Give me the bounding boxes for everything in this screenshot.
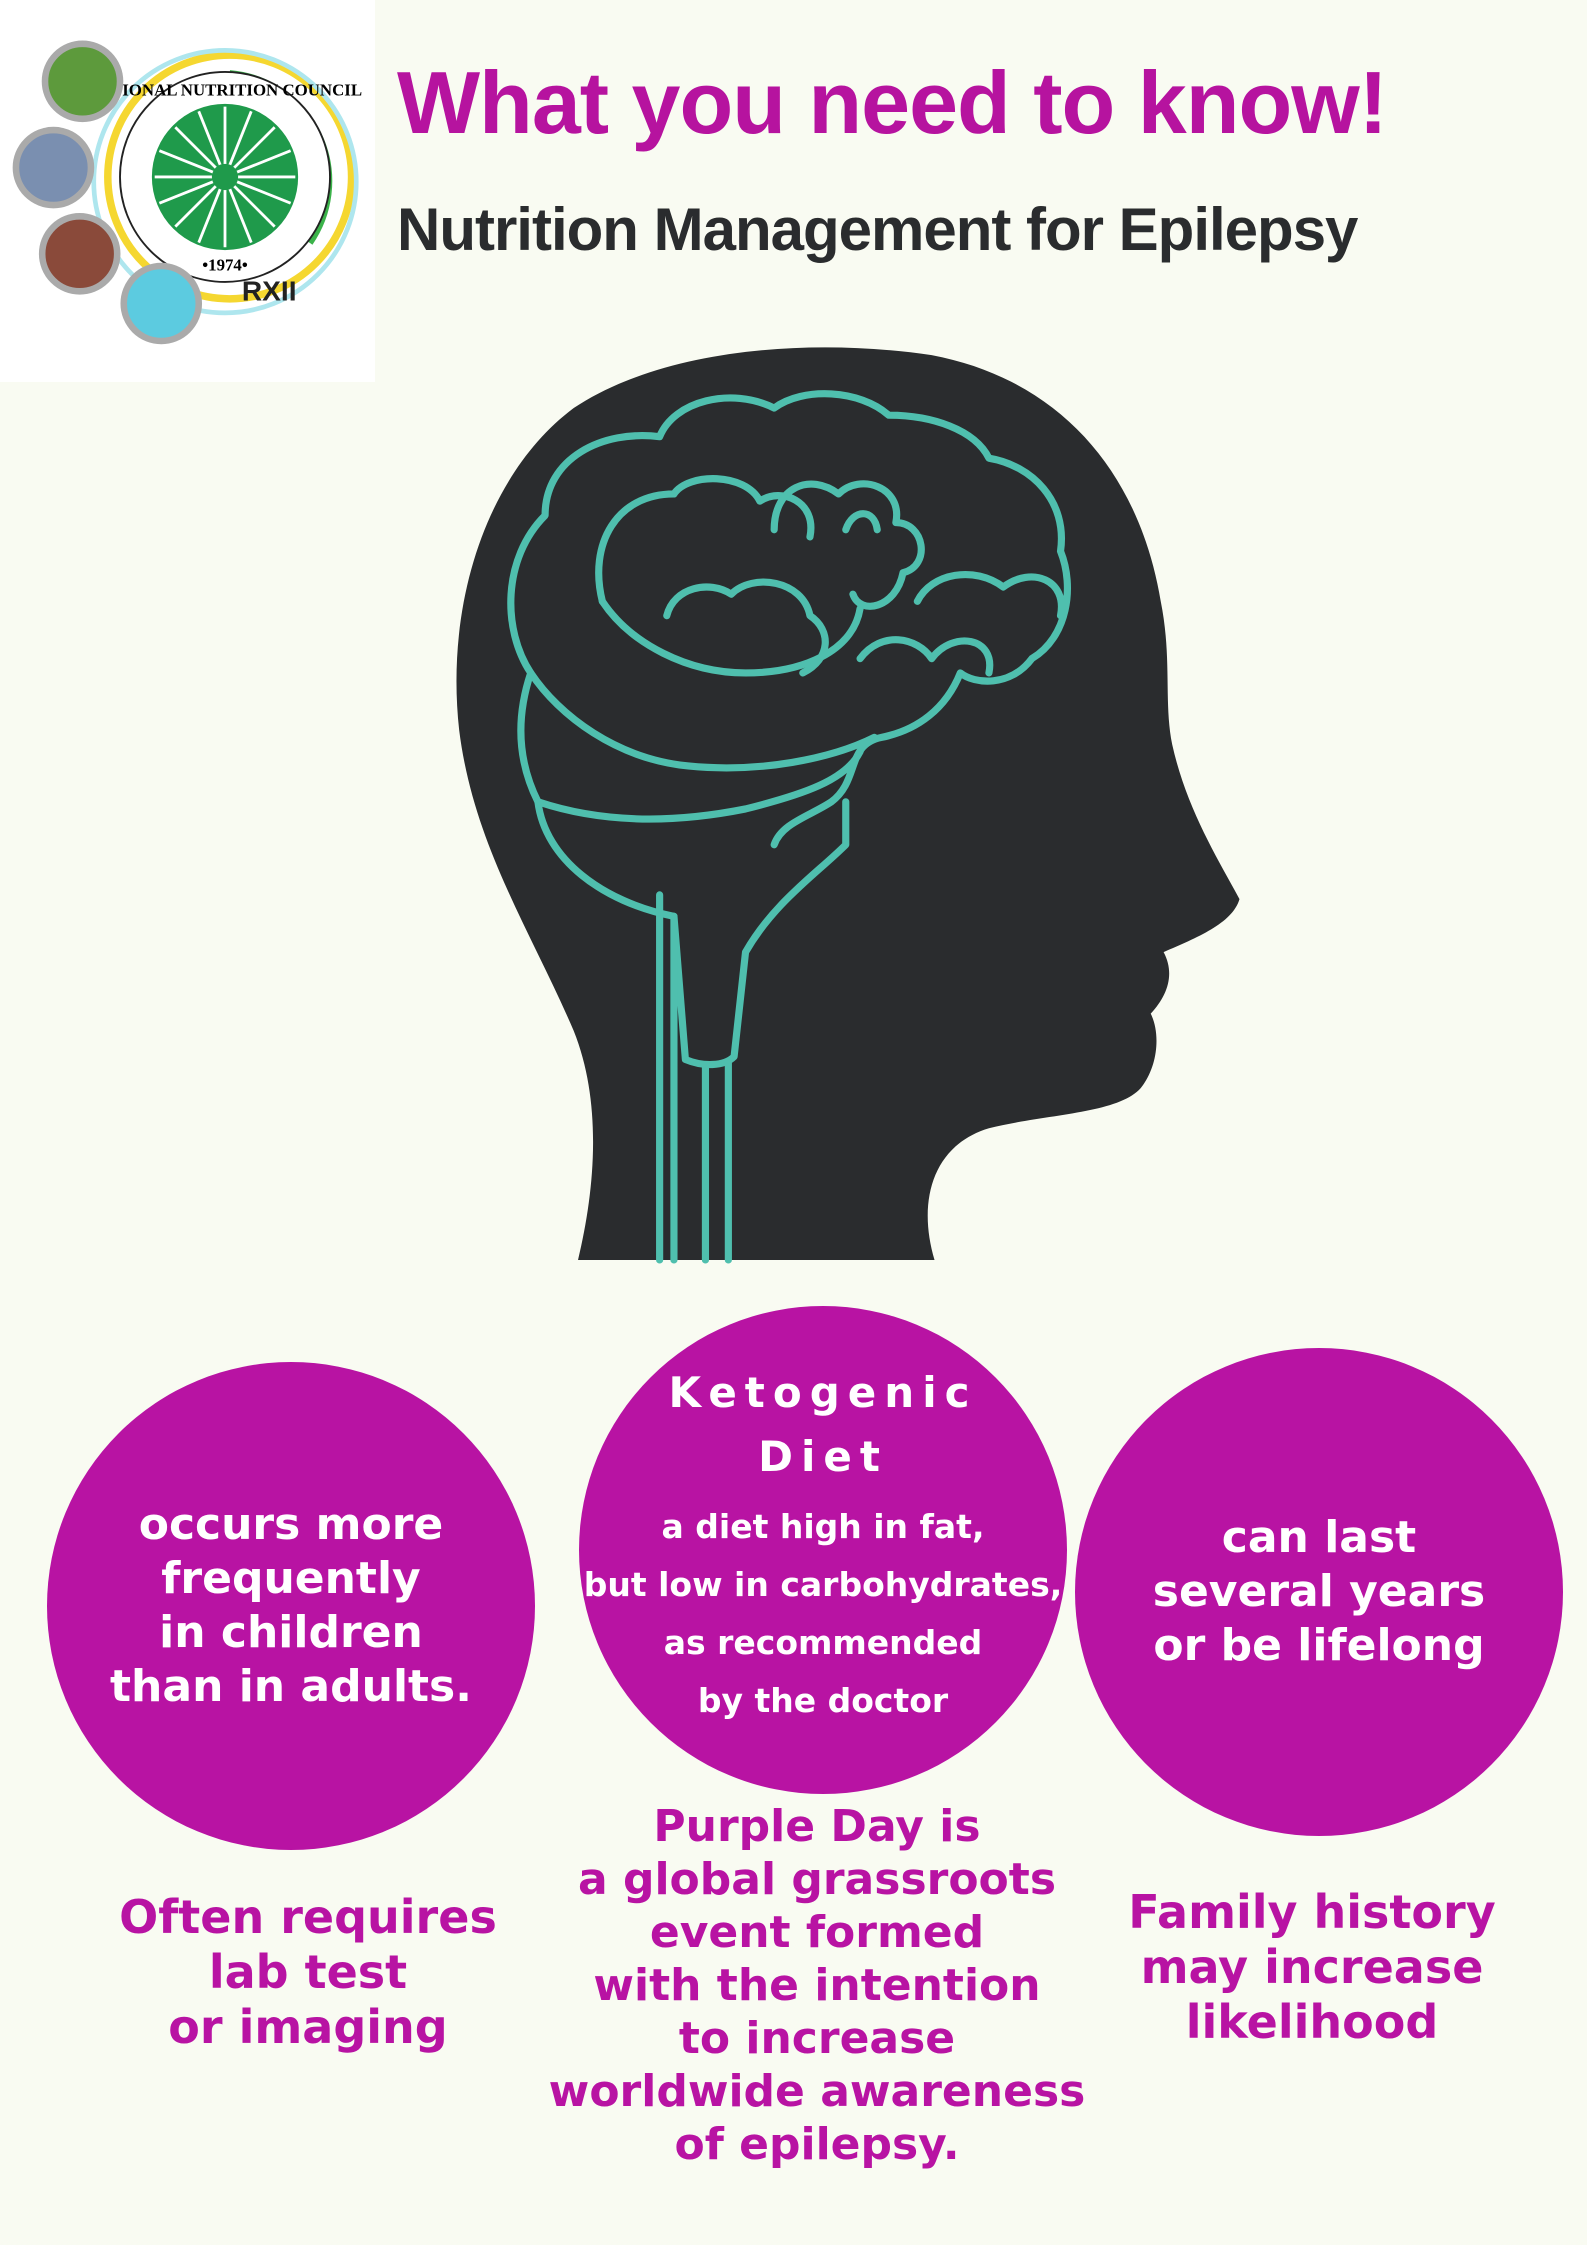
note-family-history: Family history may increase likelihood	[1128, 1885, 1495, 2050]
note-line: may increase	[1140, 1940, 1484, 1994]
fact-circle-ketogenic-diet: Ketogenic Diet a diet high in fat, but l…	[579, 1306, 1067, 1794]
note-line: lab test	[208, 1945, 408, 1999]
circle-text-line: can last	[1221, 1512, 1417, 1563]
note-line: worldwide awareness	[548, 2066, 1086, 2117]
fact-circle-duration: can last several years or be lifelong	[1075, 1348, 1563, 1836]
circle-text-line: a diet high in fat,	[661, 1507, 985, 1546]
note-line: a global grassroots	[577, 1854, 1057, 1905]
note-line: event formed	[649, 1907, 985, 1958]
note-line: to increase	[678, 2013, 956, 2064]
nnc-logo: NATIONAL NUTRITION COUNCIL •1974• RXII	[0, 0, 375, 382]
circle-text-line: by the doctor	[697, 1681, 949, 1720]
circle-text-line: than in adults.	[110, 1661, 472, 1712]
circle-text-line: or be lifelong	[1153, 1620, 1485, 1671]
brain-outline	[507, 390, 1071, 1264]
note-diagnosis: Often requires lab test or imaging	[119, 1890, 497, 2055]
circle-text-line: frequently	[161, 1553, 421, 1604]
page-title: What you need to know!	[397, 53, 1388, 152]
circle-text-line: several years	[1152, 1566, 1486, 1617]
circle-text-line: but low in carbohydrates,	[583, 1565, 1063, 1604]
circle-text-line: as recommended	[663, 1623, 983, 1662]
page-subtitle: Nutrition Management for Epilepsy	[397, 196, 1358, 263]
circle-heading: Ketogenic	[668, 1368, 978, 1417]
fact-circle-children: occurs more frequently in children than …	[47, 1362, 535, 1850]
note-line: with the intention	[593, 1960, 1041, 2011]
note-line: Purple Day is	[653, 1801, 981, 1852]
note-line: Family history	[1128, 1885, 1496, 1939]
logo-region: RXII	[242, 276, 297, 307]
logo-text: NATIONAL NUTRITION COUNCIL	[88, 80, 362, 99]
note-line: Often requires	[119, 1890, 497, 1944]
note-line: or imaging	[168, 2000, 448, 2054]
note-purple-day: Purple Day is a global grassroots event …	[549, 1800, 1086, 2171]
circle-heading: Diet	[758, 1432, 888, 1481]
circle-text-line: occurs more	[138, 1499, 444, 1550]
logo-year: •1974•	[202, 256, 248, 275]
circle-text-line: in children	[159, 1607, 423, 1658]
note-line: likelihood	[1185, 1995, 1439, 2049]
note-line: of epilepsy.	[674, 2119, 960, 2170]
